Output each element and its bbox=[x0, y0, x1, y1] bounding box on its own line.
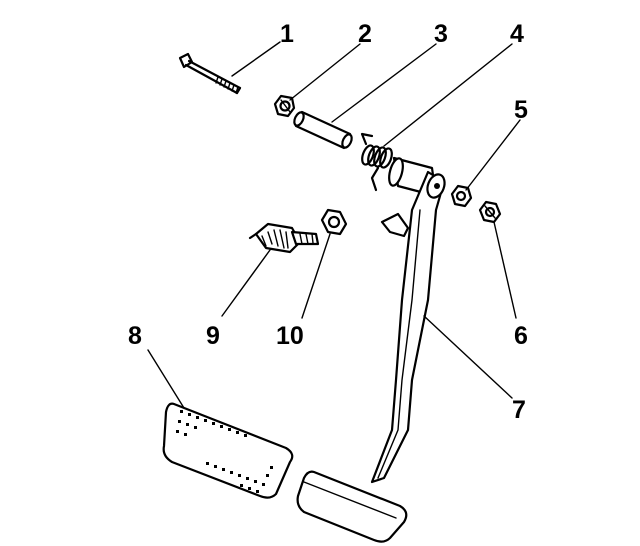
callout-2: 2 bbox=[358, 20, 372, 48]
part-2-nut bbox=[273, 94, 296, 118]
leader-2 bbox=[289, 43, 361, 101]
leader-9 bbox=[221, 249, 271, 317]
callout-6: 6 bbox=[514, 322, 528, 350]
pedal-arm-pad bbox=[296, 470, 408, 543]
leader-7 bbox=[423, 315, 513, 399]
callout-10: 10 bbox=[276, 322, 304, 350]
part-7-pedal-arm bbox=[370, 156, 446, 484]
leader-3 bbox=[331, 43, 437, 123]
callout-3: 3 bbox=[434, 20, 448, 48]
leader-5 bbox=[465, 119, 521, 191]
callout-4: 4 bbox=[510, 20, 524, 48]
part-5-nut bbox=[450, 184, 473, 208]
callout-5: 5 bbox=[514, 96, 528, 124]
part-9-switch bbox=[248, 222, 320, 254]
callout-8: 8 bbox=[128, 322, 142, 350]
part-8-pedal-pad bbox=[162, 402, 294, 499]
part-6-nut bbox=[478, 200, 502, 224]
callout-labels: 1 2 3 4 5 6 7 8 9 10 bbox=[128, 20, 528, 424]
part-10-nut bbox=[320, 208, 348, 236]
callout-9: 9 bbox=[206, 322, 220, 350]
part-1-bolt bbox=[178, 52, 242, 95]
leader-lines bbox=[147, 41, 521, 409]
callout-1: 1 bbox=[280, 20, 294, 48]
part-4-spring bbox=[360, 132, 393, 192]
leader-1 bbox=[231, 41, 281, 77]
leader-10 bbox=[301, 233, 331, 319]
leader-4 bbox=[383, 43, 513, 147]
callout-7: 7 bbox=[512, 396, 526, 424]
leader-6 bbox=[493, 221, 517, 319]
part-3-bushing bbox=[293, 110, 353, 150]
leader-8 bbox=[147, 349, 185, 409]
